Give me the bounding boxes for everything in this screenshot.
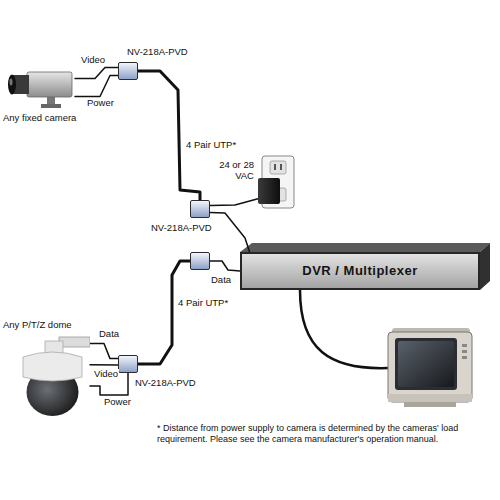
- fixed-camera: Any fixed camera: [5, 65, 75, 110]
- camera-drawing: [5, 65, 75, 110]
- dome-drawing: [15, 335, 90, 420]
- signal-wire: [75, 67, 118, 78]
- power-supply: 24 or 28 VAC: [258, 178, 280, 204]
- ptz-dome: Any P/T/Z dome: [15, 335, 90, 420]
- node-label: NV-218A-PVD: [135, 378, 215, 389]
- signal-wire: [210, 199, 258, 206]
- node-label: NV-218A-PVD: [151, 223, 231, 234]
- node-label: 24 or 28 VAC: [214, 160, 254, 182]
- signal-wire: [210, 261, 240, 271]
- wire-label: Power: [103, 397, 132, 408]
- transceiver: NV-218A-PVD: [190, 200, 210, 218]
- transceiver: NV-218A-PVD: [118, 355, 138, 373]
- wire-label: Data: [210, 275, 232, 286]
- transceiver: NV-218A-PVD: [118, 62, 138, 80]
- utp-cable: [138, 261, 190, 364]
- signal-wire: [90, 364, 118, 366]
- signal-wire: [90, 344, 118, 359]
- monitor-cable: [300, 290, 388, 368]
- node-label: Any P/T/Z dome: [3, 320, 103, 331]
- wire-label: 4 Pair UTP*: [177, 298, 229, 309]
- wire-label: 4 Pair UTP*: [185, 140, 237, 151]
- transceiver: [190, 252, 210, 270]
- signal-wire: [75, 76, 118, 97]
- dvr-housing: [240, 243, 490, 290]
- monitor: [388, 328, 472, 407]
- wire-label: Data: [98, 329, 120, 340]
- wire-label: Video: [80, 55, 106, 66]
- wire-label: Video: [93, 369, 119, 380]
- node-label: NV-218A-PVD: [127, 47, 207, 58]
- node-label: DVR / Multiplexer: [302, 264, 417, 279]
- dvr-multiplexer: DVR / Multiplexer: [240, 252, 480, 290]
- signal-wire: [210, 213, 250, 252]
- node-label: Any fixed camera: [3, 113, 103, 124]
- wire-label: Power: [86, 98, 115, 109]
- footnote: * Distance from power supply to camera i…: [157, 423, 495, 446]
- utp-cable: [138, 71, 200, 200]
